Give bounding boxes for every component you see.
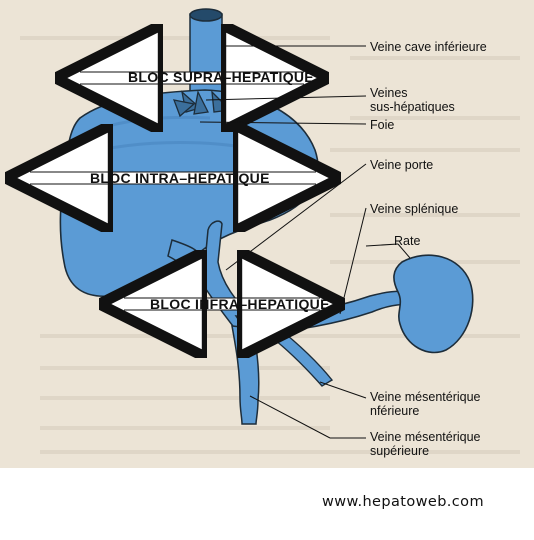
bloc-intra-label: BLOC INTRA–HEPATIQUE xyxy=(90,170,270,186)
label-foie: Foie xyxy=(370,118,395,132)
label-veine-splenique: Veine splénique xyxy=(370,202,459,216)
label-mes-inf-1: Veine mésentérique xyxy=(370,390,481,404)
bloc-infra-label: BLOC INFRA–HEPATIQUE xyxy=(150,296,330,312)
label-veine-porte: Veine porte xyxy=(370,158,434,172)
spleen xyxy=(393,254,474,354)
label-veine-cave: Veine cave inférieure xyxy=(370,40,487,54)
label-mes-sup-2: supérieure xyxy=(370,444,430,458)
label-veines-sus-2: sus-hépatiques xyxy=(370,100,455,114)
footer-background xyxy=(0,468,534,540)
bloc-supra-label: BLOC SUPRA–HEPATIQUE xyxy=(128,69,314,85)
label-mes-inf-2: nférieure xyxy=(370,404,420,418)
leader-lines xyxy=(199,45,411,439)
label-rate: Rate xyxy=(394,234,421,248)
label-mes-sup-1: Veine mésentérique xyxy=(370,430,481,444)
label-veines-sus-1: Veines xyxy=(370,86,408,100)
footer-url: www.hepatoweb.com xyxy=(322,494,484,510)
